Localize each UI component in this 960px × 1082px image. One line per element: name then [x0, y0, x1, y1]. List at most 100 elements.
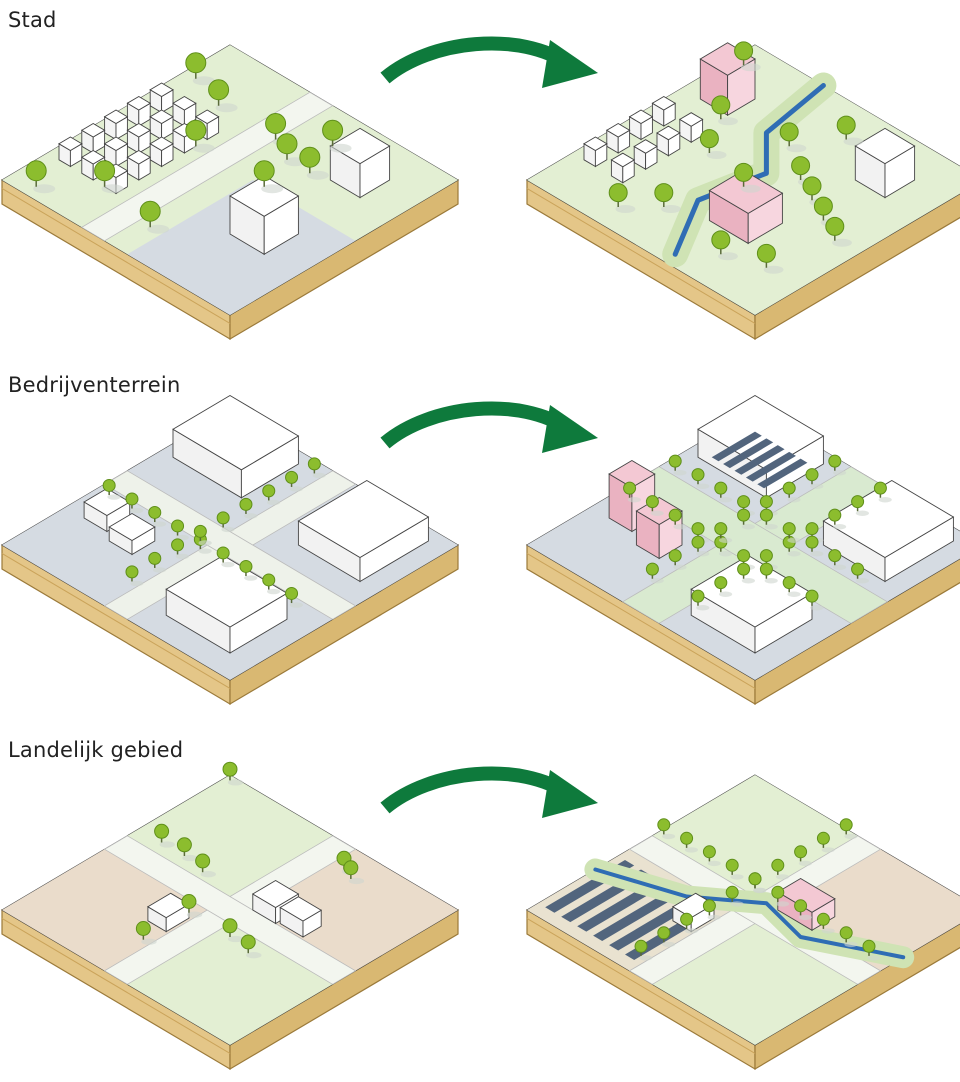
street-tree	[285, 586, 299, 600]
street-tree	[737, 549, 751, 563]
street-tree	[125, 565, 139, 579]
tile-landelijk-before	[1, 761, 459, 1071]
house	[633, 139, 658, 170]
tree	[791, 156, 811, 176]
meadow	[652, 923, 858, 1045]
tree-shadow	[130, 507, 144, 514]
street-tree	[737, 562, 751, 576]
building-roof	[149, 82, 174, 98]
building-roof	[633, 139, 658, 154]
tree-shadow	[306, 170, 329, 180]
row-tree	[680, 912, 694, 926]
tree-shadow	[706, 150, 727, 160]
tree	[825, 216, 845, 236]
tree-shadow	[786, 144, 807, 153]
row-tree	[862, 939, 876, 953]
street-tree	[645, 562, 659, 576]
building-roof	[126, 122, 152, 138]
street-tree	[828, 549, 842, 563]
arrow-head	[542, 770, 598, 818]
tree-shadow	[147, 224, 170, 234]
row-title-stad: Stad	[8, 8, 57, 32]
tree-shadow	[200, 871, 216, 878]
tree	[699, 129, 719, 149]
street-tree	[851, 495, 865, 509]
street-tree	[239, 559, 253, 573]
house	[610, 152, 636, 184]
street-tree	[262, 573, 276, 587]
tree-shadow	[867, 955, 881, 961]
row-tree	[839, 926, 853, 940]
transformation-arrow	[380, 766, 598, 818]
street-tree	[873, 481, 887, 495]
tree-shadow	[787, 591, 801, 597]
tree-shadow	[718, 117, 738, 126]
tree	[176, 837, 192, 853]
street-tree	[285, 470, 299, 484]
building-roof	[628, 109, 654, 125]
tree	[654, 183, 674, 203]
tree	[135, 921, 151, 936]
soil-stripe	[1, 917, 231, 1054]
row-tree	[680, 831, 694, 845]
building-roof	[172, 394, 300, 471]
tree-shadow	[878, 497, 892, 503]
street-tree	[668, 549, 682, 563]
building-roof	[610, 152, 636, 168]
street-tree	[691, 468, 705, 482]
street-tree	[759, 508, 773, 522]
street-tree	[148, 505, 162, 519]
house	[678, 112, 704, 143]
tree-shadow	[696, 483, 710, 489]
tree-shadow	[244, 575, 258, 581]
street-tree	[645, 495, 659, 509]
tree-shadow	[639, 955, 653, 961]
house	[80, 122, 106, 154]
tree-shadow	[662, 833, 676, 840]
tree	[195, 853, 211, 869]
building-roof	[776, 877, 836, 913]
street-tree	[307, 457, 321, 471]
street-tree	[193, 524, 207, 538]
tree-shadow	[673, 524, 687, 530]
stream	[672, 83, 826, 257]
street-tree	[171, 538, 185, 552]
tree	[240, 934, 256, 950]
tree-shadow	[719, 591, 733, 597]
solar-panel	[711, 431, 762, 462]
tile-bedrijventerrein-after	[526, 394, 960, 706]
tree-shadow	[662, 941, 676, 948]
street-tree	[759, 562, 773, 576]
tree-shadow	[107, 494, 121, 500]
tree-shadow	[673, 564, 687, 570]
tile-landelijk-after	[526, 774, 960, 1071]
building-roof	[251, 879, 300, 909]
tree-shadow	[684, 928, 699, 934]
tree-shadow	[741, 578, 756, 584]
row-tree	[725, 858, 739, 872]
building-roof	[583, 136, 608, 152]
tree-shadow	[719, 537, 733, 543]
building-roof	[297, 479, 430, 559]
house	[103, 136, 129, 168]
tree-shadow	[192, 143, 215, 153]
arrow-head	[542, 405, 598, 453]
tree-shadow	[244, 513, 258, 519]
tree-shadow	[627, 497, 642, 503]
street-tree	[714, 481, 728, 495]
tree-shadow	[855, 510, 870, 516]
street-tree	[828, 508, 842, 522]
soil-stripe	[1, 187, 231, 324]
tree-shadow	[718, 252, 738, 261]
tree-shadow	[833, 470, 847, 476]
solar-panel	[757, 458, 808, 489]
tree	[322, 119, 344, 141]
tree-shadow	[312, 472, 326, 479]
house	[149, 136, 174, 168]
house	[583, 136, 608, 168]
tree	[139, 200, 161, 222]
tree-shadow	[764, 578, 778, 584]
arrow-shaft	[380, 401, 575, 449]
tree-shadow	[740, 184, 761, 193]
building-roof	[108, 512, 156, 542]
